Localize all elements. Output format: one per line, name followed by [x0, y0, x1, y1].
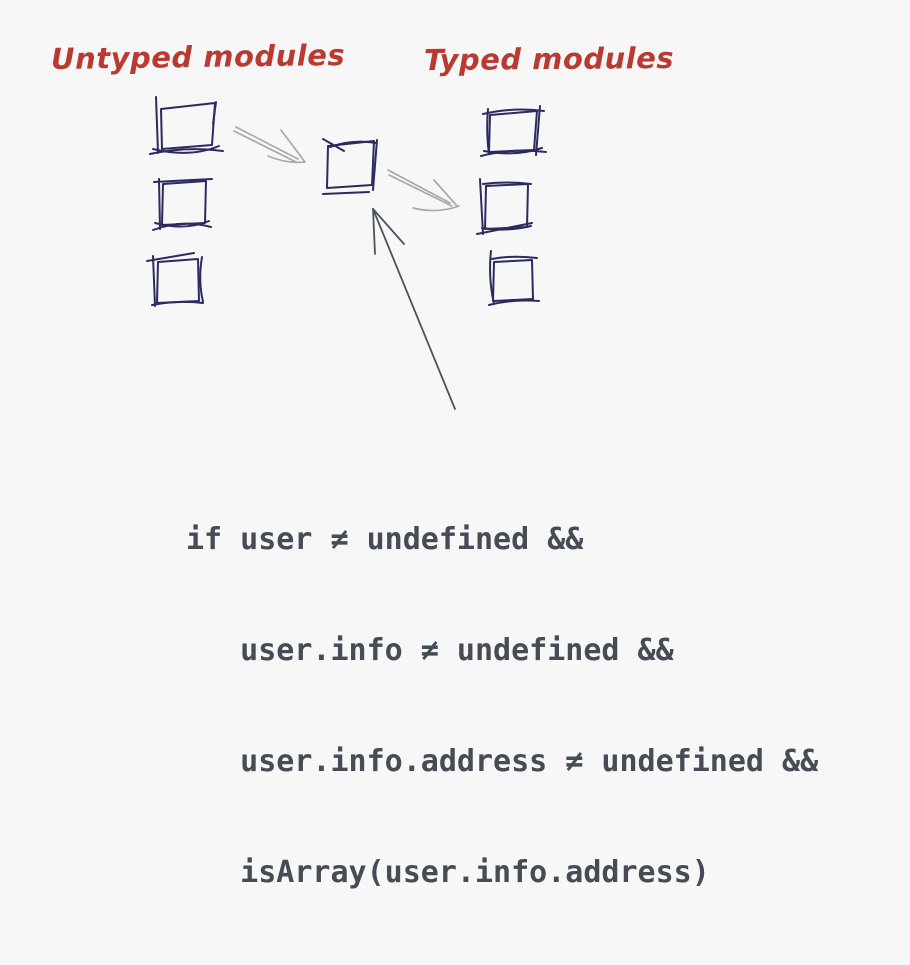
typed-module-box-3 — [488, 250, 540, 306]
code-line-4: isArray(user.info.address) — [186, 855, 710, 890]
code-line-3: user.info.address ≠ undefined && — [186, 744, 819, 779]
diagram-canvas: Untyped modules Typed modules — [50, 37, 819, 890]
code-snippet: if user ≠ undefined && user.info ≠ undef… — [186, 447, 818, 965]
code-pointer-arrow — [372, 208, 456, 410]
sketch-layer — [146, 96, 547, 410]
typed-module-box-1 — [480, 105, 547, 157]
arrow-untyped-to-central — [233, 126, 306, 164]
untyped-module-box-3 — [146, 252, 204, 307]
code-line-1: if user ≠ undefined && — [186, 522, 584, 557]
untyped-module-box-2 — [152, 178, 213, 231]
code-line-2: user.info ≠ undefined && — [186, 633, 674, 668]
untyped-module-box-1 — [149, 96, 224, 155]
arrow-central-to-typed — [387, 169, 460, 212]
central-module-box — [322, 138, 378, 195]
typed-module-box-2 — [476, 178, 533, 235]
